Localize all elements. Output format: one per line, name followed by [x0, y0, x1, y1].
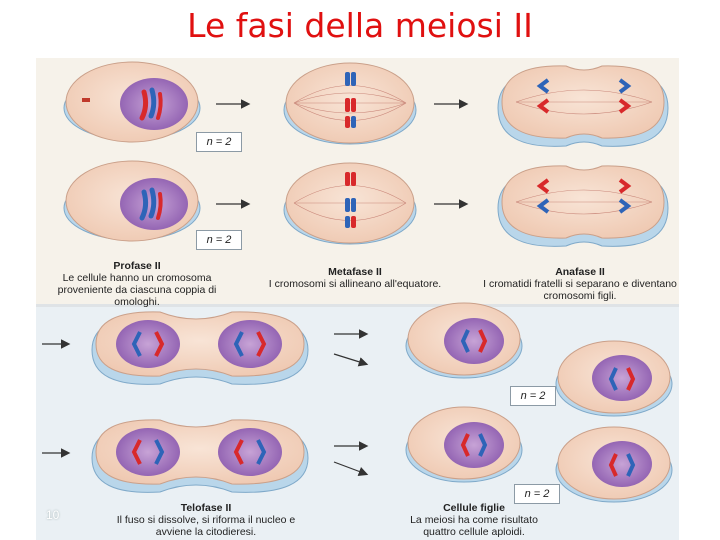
- caption-telofase: Telofase II Il fuso si dissolve, si rifo…: [116, 502, 296, 538]
- caption-cellule-text: La meiosi ha come risultato quattro cell…: [410, 514, 538, 538]
- page-number: 10: [46, 508, 60, 522]
- ploidy-label-2: n = 2: [196, 230, 242, 250]
- caption-telofase-text: Il fuso si dissolve, si riforma il nucle…: [116, 514, 296, 538]
- caption-profase-title: Profase II: [113, 260, 161, 272]
- caption-cellule-title: Cellule figlie: [443, 502, 505, 514]
- caption-profase-text: Le cellule hanno un cromosoma provenient…: [57, 272, 217, 308]
- daughter-cell-3: [405, 406, 523, 483]
- ploidy-label-1: n = 2: [196, 132, 242, 152]
- prophase-cell-1: [63, 61, 201, 143]
- caption-metafase-title: Metafase II: [328, 266, 382, 278]
- caption-profase: Profase II Le cellule hanno un cromosoma…: [42, 260, 232, 308]
- caption-telofase-title: Telofase II: [180, 502, 232, 514]
- anaphase-cell-2: [497, 165, 669, 247]
- anaphase-cell-1: [497, 65, 669, 147]
- caption-anafase-text: I cromatidi fratelli si separano e diven…: [483, 278, 677, 302]
- daughter-cell-2: [555, 340, 673, 417]
- panel-divider: [36, 304, 679, 307]
- telophase-cell-1: [91, 311, 309, 385]
- metaphase-cell-1: [283, 62, 417, 145]
- telophase-cell-2: [91, 419, 309, 493]
- cells-drawing: [42, 61, 673, 503]
- prophase-cell-2: [63, 160, 201, 242]
- caption-cellule: Cellule figlie La meiosi ha come risulta…: [396, 502, 552, 538]
- ploidy-label-3: n = 2: [510, 386, 556, 406]
- metaphase-cell-2: [283, 162, 417, 245]
- daughter-cell-4: [555, 426, 673, 503]
- caption-metafase: Metafase II I cromosomi si allineano all…: [250, 266, 460, 290]
- caption-anafase-title: Anafase II: [555, 266, 605, 278]
- daughter-cell-1: [405, 302, 523, 379]
- caption-metafase-text: I cromosomi si allineano all'equatore.: [268, 278, 442, 290]
- slide-title: Le fasi della meiosi II: [187, 6, 533, 45]
- meiosis-figure: n = 2 n = 2 n = 2 n = 2 Profase II Le ce…: [36, 58, 679, 540]
- ploidy-label-4: n = 2: [514, 484, 560, 504]
- caption-anafase: Anafase II I cromatidi fratelli si separ…: [482, 266, 678, 302]
